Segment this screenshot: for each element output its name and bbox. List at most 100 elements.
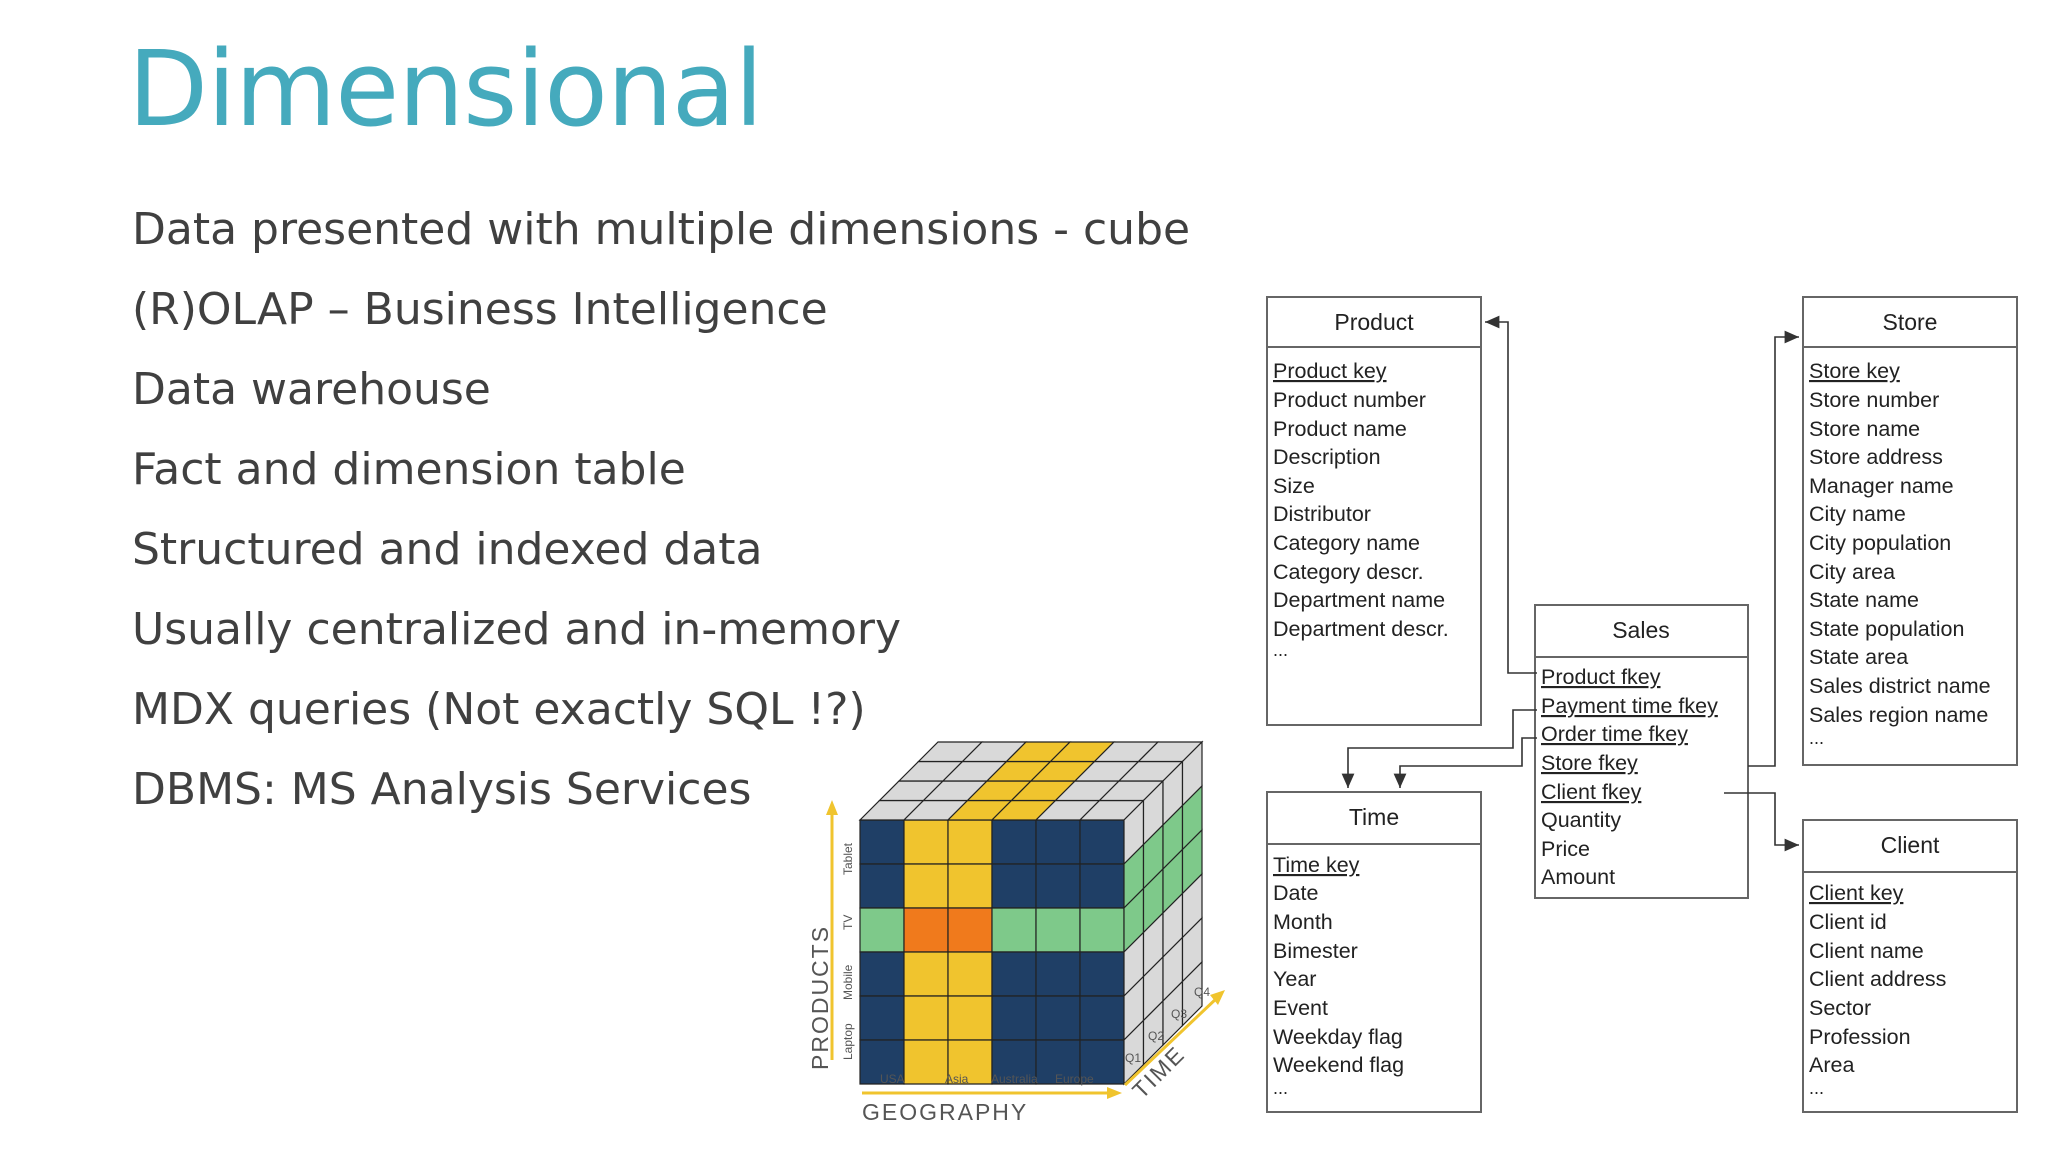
table-attribute: State name xyxy=(1809,588,1919,612)
schema-connectors xyxy=(1341,315,1799,852)
bullet-item: Usually centralized and in-memory xyxy=(132,604,902,655)
payment-time-connector xyxy=(1341,709,1537,788)
product-fk-connector xyxy=(1485,315,1537,674)
product-tick-label: Laptop xyxy=(841,1023,855,1060)
sales-table-title: Sales xyxy=(1612,617,1670,643)
client-fk-connector xyxy=(1724,792,1799,852)
table-attribute: Product key xyxy=(1273,359,1387,383)
table-attribute: Year xyxy=(1273,967,1316,991)
geography-tick-label: USA xyxy=(880,1072,905,1086)
geography-tick-label: Asia xyxy=(945,1072,969,1086)
geography-tick-label: Australia xyxy=(991,1072,1038,1086)
table-attribute: Description xyxy=(1273,445,1381,469)
table-attribute: Event xyxy=(1273,996,1328,1020)
store-table-title: Store xyxy=(1883,309,1938,335)
table-attribute: Category descr. xyxy=(1273,560,1424,584)
product-table-box xyxy=(1266,296,1482,726)
time-table: Time Time key Date Month Bimester Year E… xyxy=(1266,791,1482,1113)
table-attribute: Client key xyxy=(1809,881,1904,905)
table-attribute: ... xyxy=(1809,1078,1824,1098)
table-attribute: Month xyxy=(1273,910,1333,934)
table-attribute: Amount xyxy=(1541,865,1615,889)
products-axis-label: PRODUCTS xyxy=(807,925,833,1070)
table-attribute: Price xyxy=(1541,837,1590,861)
table-attribute: Size xyxy=(1273,474,1315,498)
client-table-title: Client xyxy=(1881,832,1940,858)
time-tick-label: Q4 xyxy=(1194,985,1210,999)
table-attribute: Store fkey xyxy=(1541,751,1638,775)
bullet-item: (R)OLAP – Business Intelligence xyxy=(132,284,828,335)
time-table-box xyxy=(1266,791,1482,1113)
table-attribute: Store number xyxy=(1809,388,1939,412)
table-attribute: Weekend flag xyxy=(1273,1053,1404,1077)
table-attribute: Date xyxy=(1273,881,1318,905)
table-attribute: Sales district name xyxy=(1809,674,1991,698)
product-tick-label: TV xyxy=(841,915,855,930)
table-attribute: Sales region name xyxy=(1809,703,1988,727)
product-tick-label: Mobile xyxy=(841,964,855,1000)
table-attribute: Product name xyxy=(1273,417,1407,441)
bullet-item: DBMS: MS Analysis Services xyxy=(132,764,752,815)
cube-cell xyxy=(1181,960,1203,1027)
table-attribute: Profession xyxy=(1809,1025,1911,1049)
time-axis-arrow xyxy=(1210,990,1225,1005)
sales-fact-table: Sales Product fkey Payment time fkey Ord… xyxy=(1534,604,1749,899)
sales-table-box xyxy=(1534,604,1749,899)
cube-side-face xyxy=(1123,740,1203,1086)
time-tick-label: Q1 xyxy=(1125,1051,1141,1065)
product-table-title: Product xyxy=(1334,309,1414,335)
table-attribute: City area xyxy=(1809,560,1895,584)
bullet-list: Data presented with multiple dimensions … xyxy=(132,196,1190,836)
table-attribute: Sector xyxy=(1809,996,1871,1020)
table-attribute: Store address xyxy=(1809,445,1943,469)
product-tick-label: Tablet xyxy=(841,842,855,875)
time-table-title: Time xyxy=(1349,804,1399,830)
table-attribute: Order time fkey xyxy=(1541,722,1688,746)
table-attribute: Area xyxy=(1809,1053,1854,1077)
time-axis xyxy=(1123,995,1220,1087)
table-attribute: Store name xyxy=(1809,417,1920,441)
client-table-box xyxy=(1802,819,2018,1113)
product-table: Product Product key Product number Produ… xyxy=(1266,296,1482,726)
table-attribute: Manager name xyxy=(1809,474,1954,498)
store-table-box xyxy=(1802,296,2018,766)
table-attribute: Category name xyxy=(1273,531,1420,555)
time-tick-label: Q2 xyxy=(1148,1029,1164,1043)
geography-axis-label: GEOGRAPHY xyxy=(862,1099,1028,1125)
table-attribute: Bimester xyxy=(1273,939,1358,963)
table-attribute: Product number xyxy=(1273,388,1426,412)
olap-cube-illustration: PRODUCTS GEOGRAPHY TIME Tablet TV Mobile… xyxy=(807,740,1225,1125)
cube-top-face xyxy=(858,741,1204,821)
table-attribute: Department name xyxy=(1273,588,1445,612)
table-attribute: ... xyxy=(1273,1078,1288,1098)
order-time-connector xyxy=(1393,737,1537,788)
slide-title: Dimensional xyxy=(128,28,763,150)
bullet-item: Data warehouse xyxy=(132,364,491,415)
client-table: Client Client key Client id Client name … xyxy=(1802,819,2018,1113)
bullet-item: MDX queries (Not exactly SQL !?) xyxy=(132,684,866,735)
table-attribute: Client address xyxy=(1809,967,1946,991)
cube-front-face xyxy=(859,819,1125,1085)
bullet-item: Structured and indexed data xyxy=(132,524,763,575)
table-attribute: Department descr. xyxy=(1273,617,1449,641)
table-attribute: Distributor xyxy=(1273,502,1371,526)
table-attribute: Weekday flag xyxy=(1273,1025,1403,1049)
table-attribute: Time key xyxy=(1273,853,1360,877)
bullet-item: Data presented with multiple dimensions … xyxy=(132,204,1191,255)
table-attribute: ... xyxy=(1809,728,1824,748)
geography-axis-arrow xyxy=(1107,1087,1122,1099)
table-attribute: Client id xyxy=(1809,910,1887,934)
geography-tick-label: Europe xyxy=(1055,1072,1094,1086)
table-attribute: Store key xyxy=(1809,359,1900,383)
store-table: Store Store key Store number Store name … xyxy=(1802,296,2018,766)
table-attribute: Quantity xyxy=(1541,808,1621,832)
table-attribute: City name xyxy=(1809,502,1906,526)
table-attribute: Client name xyxy=(1809,939,1924,963)
products-axis-arrow xyxy=(826,800,838,815)
bullet-item: Fact and dimension table xyxy=(132,444,686,495)
time-tick-label: Q3 xyxy=(1171,1007,1187,1021)
table-attribute: Client fkey xyxy=(1541,780,1642,804)
table-attribute: City population xyxy=(1809,531,1951,555)
table-attribute: Payment time fkey xyxy=(1541,694,1718,718)
